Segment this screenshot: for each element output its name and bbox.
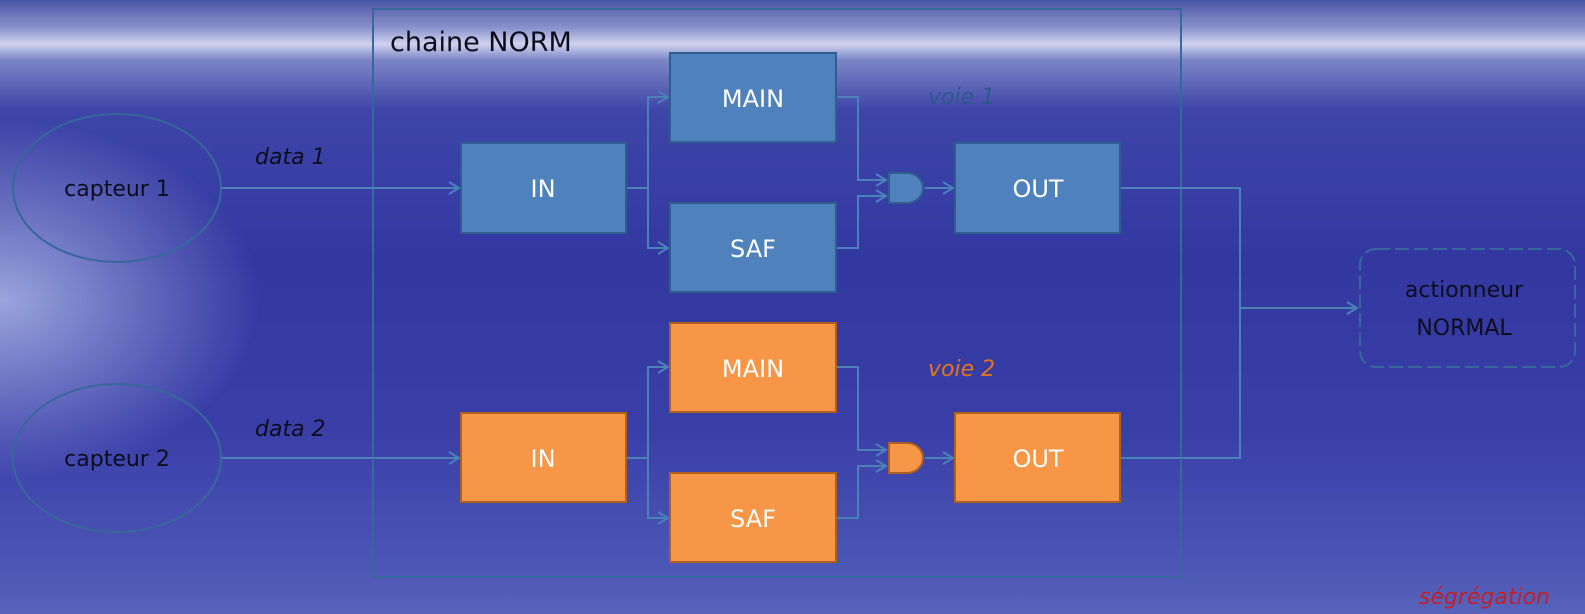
connector-out-2-actuator	[1120, 308, 1241, 459]
data-1-label: data 1	[255, 145, 326, 170]
actuator-line-1: actionneur	[1405, 278, 1524, 303]
sensor-2: capteur 2	[12, 383, 222, 533]
and-gate-icon	[888, 172, 924, 204]
lane-2-saf-box	[669, 472, 837, 563]
chain-frame	[372, 8, 1182, 578]
connector-lane-2-in-main	[626, 360, 670, 459]
lane-1-label: voie 1	[928, 85, 995, 110]
connector-lane-1-in-saf	[647, 188, 670, 255]
lane-1-saf-box	[669, 202, 837, 293]
data-2-label: data 2	[255, 417, 326, 442]
lane-1-in-box	[460, 142, 627, 234]
connector-lane-2-in-saf	[647, 458, 670, 525]
connector-lane-1-main-gate	[836, 96, 888, 187]
lane-1: IN MAIN SAF OUT voie 1	[460, 52, 1121, 293]
lane-1-saf-label: SAF	[730, 235, 776, 263]
sensor-1: capteur 1	[12, 113, 222, 263]
segregation-label: ségrégation	[1419, 585, 1550, 610]
lane-2: IN MAIN SAF OUT voie 2	[460, 322, 1121, 563]
lane-1-out-box	[954, 142, 1121, 234]
chain-title: chaine NORM	[390, 27, 572, 58]
actuator: actionneur NORMAL	[1359, 248, 1576, 368]
lane-2-out-box	[954, 412, 1121, 503]
lane-2-label: voie 2	[928, 357, 995, 382]
actuator-box	[1359, 248, 1576, 368]
lane-2-in-label: IN	[530, 445, 555, 473]
connector-lane-2-main-gate	[836, 366, 888, 457]
lane-1-main-box	[669, 52, 837, 143]
lane-2-in-box	[460, 412, 627, 503]
lane-1-in-label: IN	[530, 175, 555, 203]
connector-lane-1-in-main	[626, 90, 670, 189]
lane-2-main-box	[669, 322, 837, 413]
lane-2-main-label: MAIN	[722, 355, 784, 383]
lane-1-out-label: OUT	[1012, 175, 1063, 203]
connector-lane-2-saf-gate	[836, 459, 888, 519]
sensor-2-label: capteur 2	[64, 447, 170, 472]
sensor-1-label: capteur 1	[64, 177, 170, 202]
lane-2-saf-label: SAF	[730, 505, 776, 533]
actuator-line-2: NORMAL	[1416, 316, 1512, 341]
connector-lane-1-saf-gate	[836, 189, 888, 249]
connector-out-1-actuator	[1120, 187, 1241, 308]
and-gate-icon	[888, 442, 924, 474]
lane-2-out-label: OUT	[1012, 445, 1063, 473]
lane-1-main-label: MAIN	[722, 85, 784, 113]
